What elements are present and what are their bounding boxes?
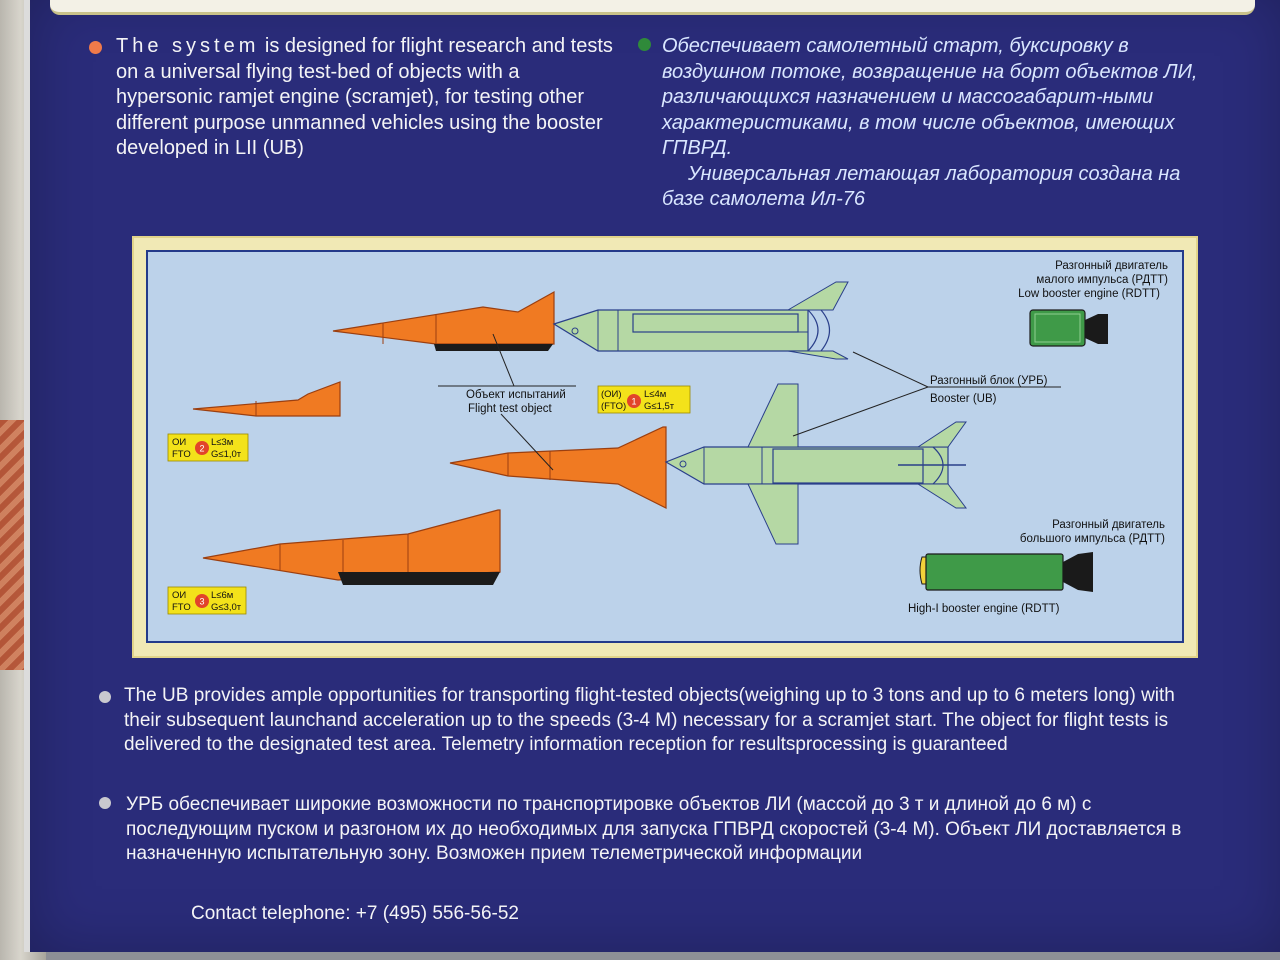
tag-fto-3: ОИ FTO 3 L≤6м G≤3,0т [167, 586, 247, 615]
contact-telephone: Contact telephone: +7 (495) 556-56-52 [191, 903, 519, 924]
intro-russian: Обеспечивает самолетный старт, буксировк… [662, 34, 1222, 213]
low-booster-engine [1029, 309, 1108, 347]
orange-bullet-icon [89, 41, 102, 54]
intro-english: The system is designed for flight resear… [116, 34, 616, 162]
ub-label-en: Booster (UB) [930, 393, 997, 405]
low-booster-label-ru2: малого импульса (РДТТ) [1036, 274, 1168, 286]
high-booster-label-ru1: Разгонный двигатель [1052, 519, 1165, 531]
diagram: Разгонный двигатель малого импульса (РДТ… [146, 250, 1184, 643]
body-paragraph-english: The UB provides ample opportunities for … [124, 685, 1175, 755]
tag3-ru: ОИ [172, 590, 186, 601]
top-test-object [332, 290, 555, 351]
tag3-length: L≤6м [211, 590, 233, 601]
green-bullet-icon [638, 38, 651, 51]
intro-russian-line1: Обеспечивает самолетный старт, буксировк… [662, 35, 1198, 159]
tag2-mass: G≤1,0т [211, 449, 242, 460]
intro-russian-line2: Универсальная летающая лаборатория созда… [662, 162, 1181, 211]
grey-bullet-icon [99, 797, 111, 809]
tag1-mass: G≤1,5т [644, 401, 675, 412]
body-paragraph-russian: УРБ обеспечивает широкие возможности по … [126, 794, 1182, 864]
tag-fto-1: (ОИ) (FTO) 1 L≤4м G≤1,5т [597, 385, 691, 414]
tag2-en: FTO [172, 449, 191, 460]
tag1-length: L≤4м [644, 389, 666, 400]
tag1-ru: (ОИ) [601, 389, 622, 400]
high-booster-engine [919, 552, 1093, 592]
tag2-num: 2 [199, 444, 204, 454]
intro-lead: The system [116, 35, 260, 57]
high-booster-label-ru2: большого импульса (РДТТ) [1020, 533, 1165, 545]
intro-english-text: is designed for flight research and test… [116, 35, 613, 159]
tag2-ru: ОИ [172, 437, 186, 448]
middle-booster [664, 383, 967, 545]
grey-bullet-icon [99, 691, 111, 703]
tag-fto-2: ОИ FTO 2 L≤3м G≤1,0т [167, 433, 249, 462]
tag3-mass: G≤3,0т [211, 602, 242, 613]
object-label-ru: Объект испытаний [466, 389, 566, 401]
middle-test-object [449, 426, 667, 509]
top-header-strip [50, 0, 1255, 15]
tag3-en: FTO [172, 602, 191, 613]
small-test-object [192, 381, 341, 417]
tag1-num: 1 [631, 397, 636, 407]
tag1-en: (FTO) [601, 401, 626, 412]
object-label-en: Flight test object [468, 403, 553, 415]
low-booster-label-ru1: Разгонный двигатель [1055, 260, 1168, 272]
top-booster [552, 281, 849, 360]
ub-label-ru: Разгонный блок (УРБ) [930, 375, 1048, 387]
tag2-length: L≤3м [211, 437, 233, 448]
tag3-num: 3 [199, 597, 204, 607]
high-booster-label-en: High-I booster engine (RDTT) [908, 603, 1060, 615]
large-test-object [202, 509, 501, 585]
low-booster-label-en: Low booster engine (RDTT) [1018, 288, 1160, 300]
leader-lines [438, 333, 1061, 471]
